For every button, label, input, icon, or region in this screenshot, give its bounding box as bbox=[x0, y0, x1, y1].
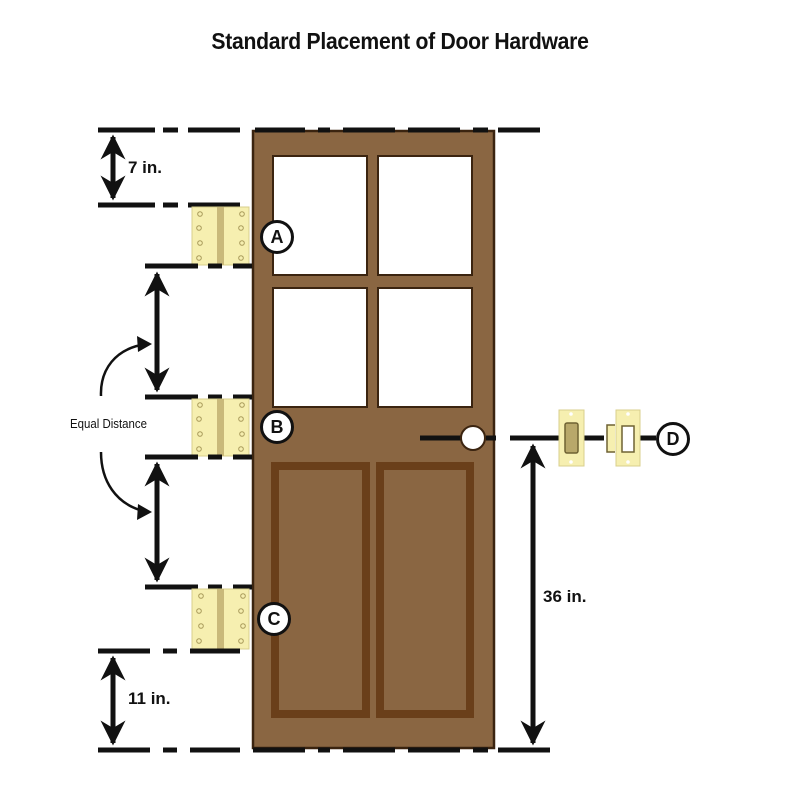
lower-panel-right bbox=[376, 462, 474, 718]
strike-plate bbox=[558, 409, 585, 467]
glass-pane-bottom-right bbox=[377, 287, 473, 408]
glass-pane-top-left bbox=[272, 155, 368, 276]
lower-panel-left bbox=[271, 462, 370, 718]
dimension-label-36in: 36 in. bbox=[543, 587, 587, 606]
equal-distance-lower bbox=[144, 461, 252, 590]
dimension-label-7in: 7 in. bbox=[128, 158, 163, 177]
page-title: Standard Placement of Door Hardware bbox=[211, 28, 589, 54]
marker-b: B bbox=[260, 410, 294, 444]
dimension-7in bbox=[98, 134, 240, 208]
dimension-11in bbox=[98, 648, 240, 746]
hinge-a bbox=[191, 206, 250, 266]
door-knob bbox=[460, 425, 486, 451]
equal-distance-upper bbox=[144, 271, 252, 400]
marker-a: A bbox=[260, 220, 294, 254]
latch-bolt bbox=[606, 409, 641, 467]
curved-arrow-down-icon bbox=[99, 451, 152, 520]
marker-c: C bbox=[257, 602, 291, 636]
hinge-b bbox=[191, 398, 250, 457]
marker-d: D bbox=[656, 422, 690, 456]
glass-pane-bottom-left bbox=[272, 287, 368, 408]
equal-distance-label: Equal Distance bbox=[70, 416, 147, 431]
dimension-label-11in: 11 in. bbox=[128, 689, 171, 708]
curved-arrow-up-icon bbox=[99, 336, 152, 397]
glass-pane-top-right bbox=[377, 155, 473, 276]
hinge-c bbox=[191, 588, 250, 650]
